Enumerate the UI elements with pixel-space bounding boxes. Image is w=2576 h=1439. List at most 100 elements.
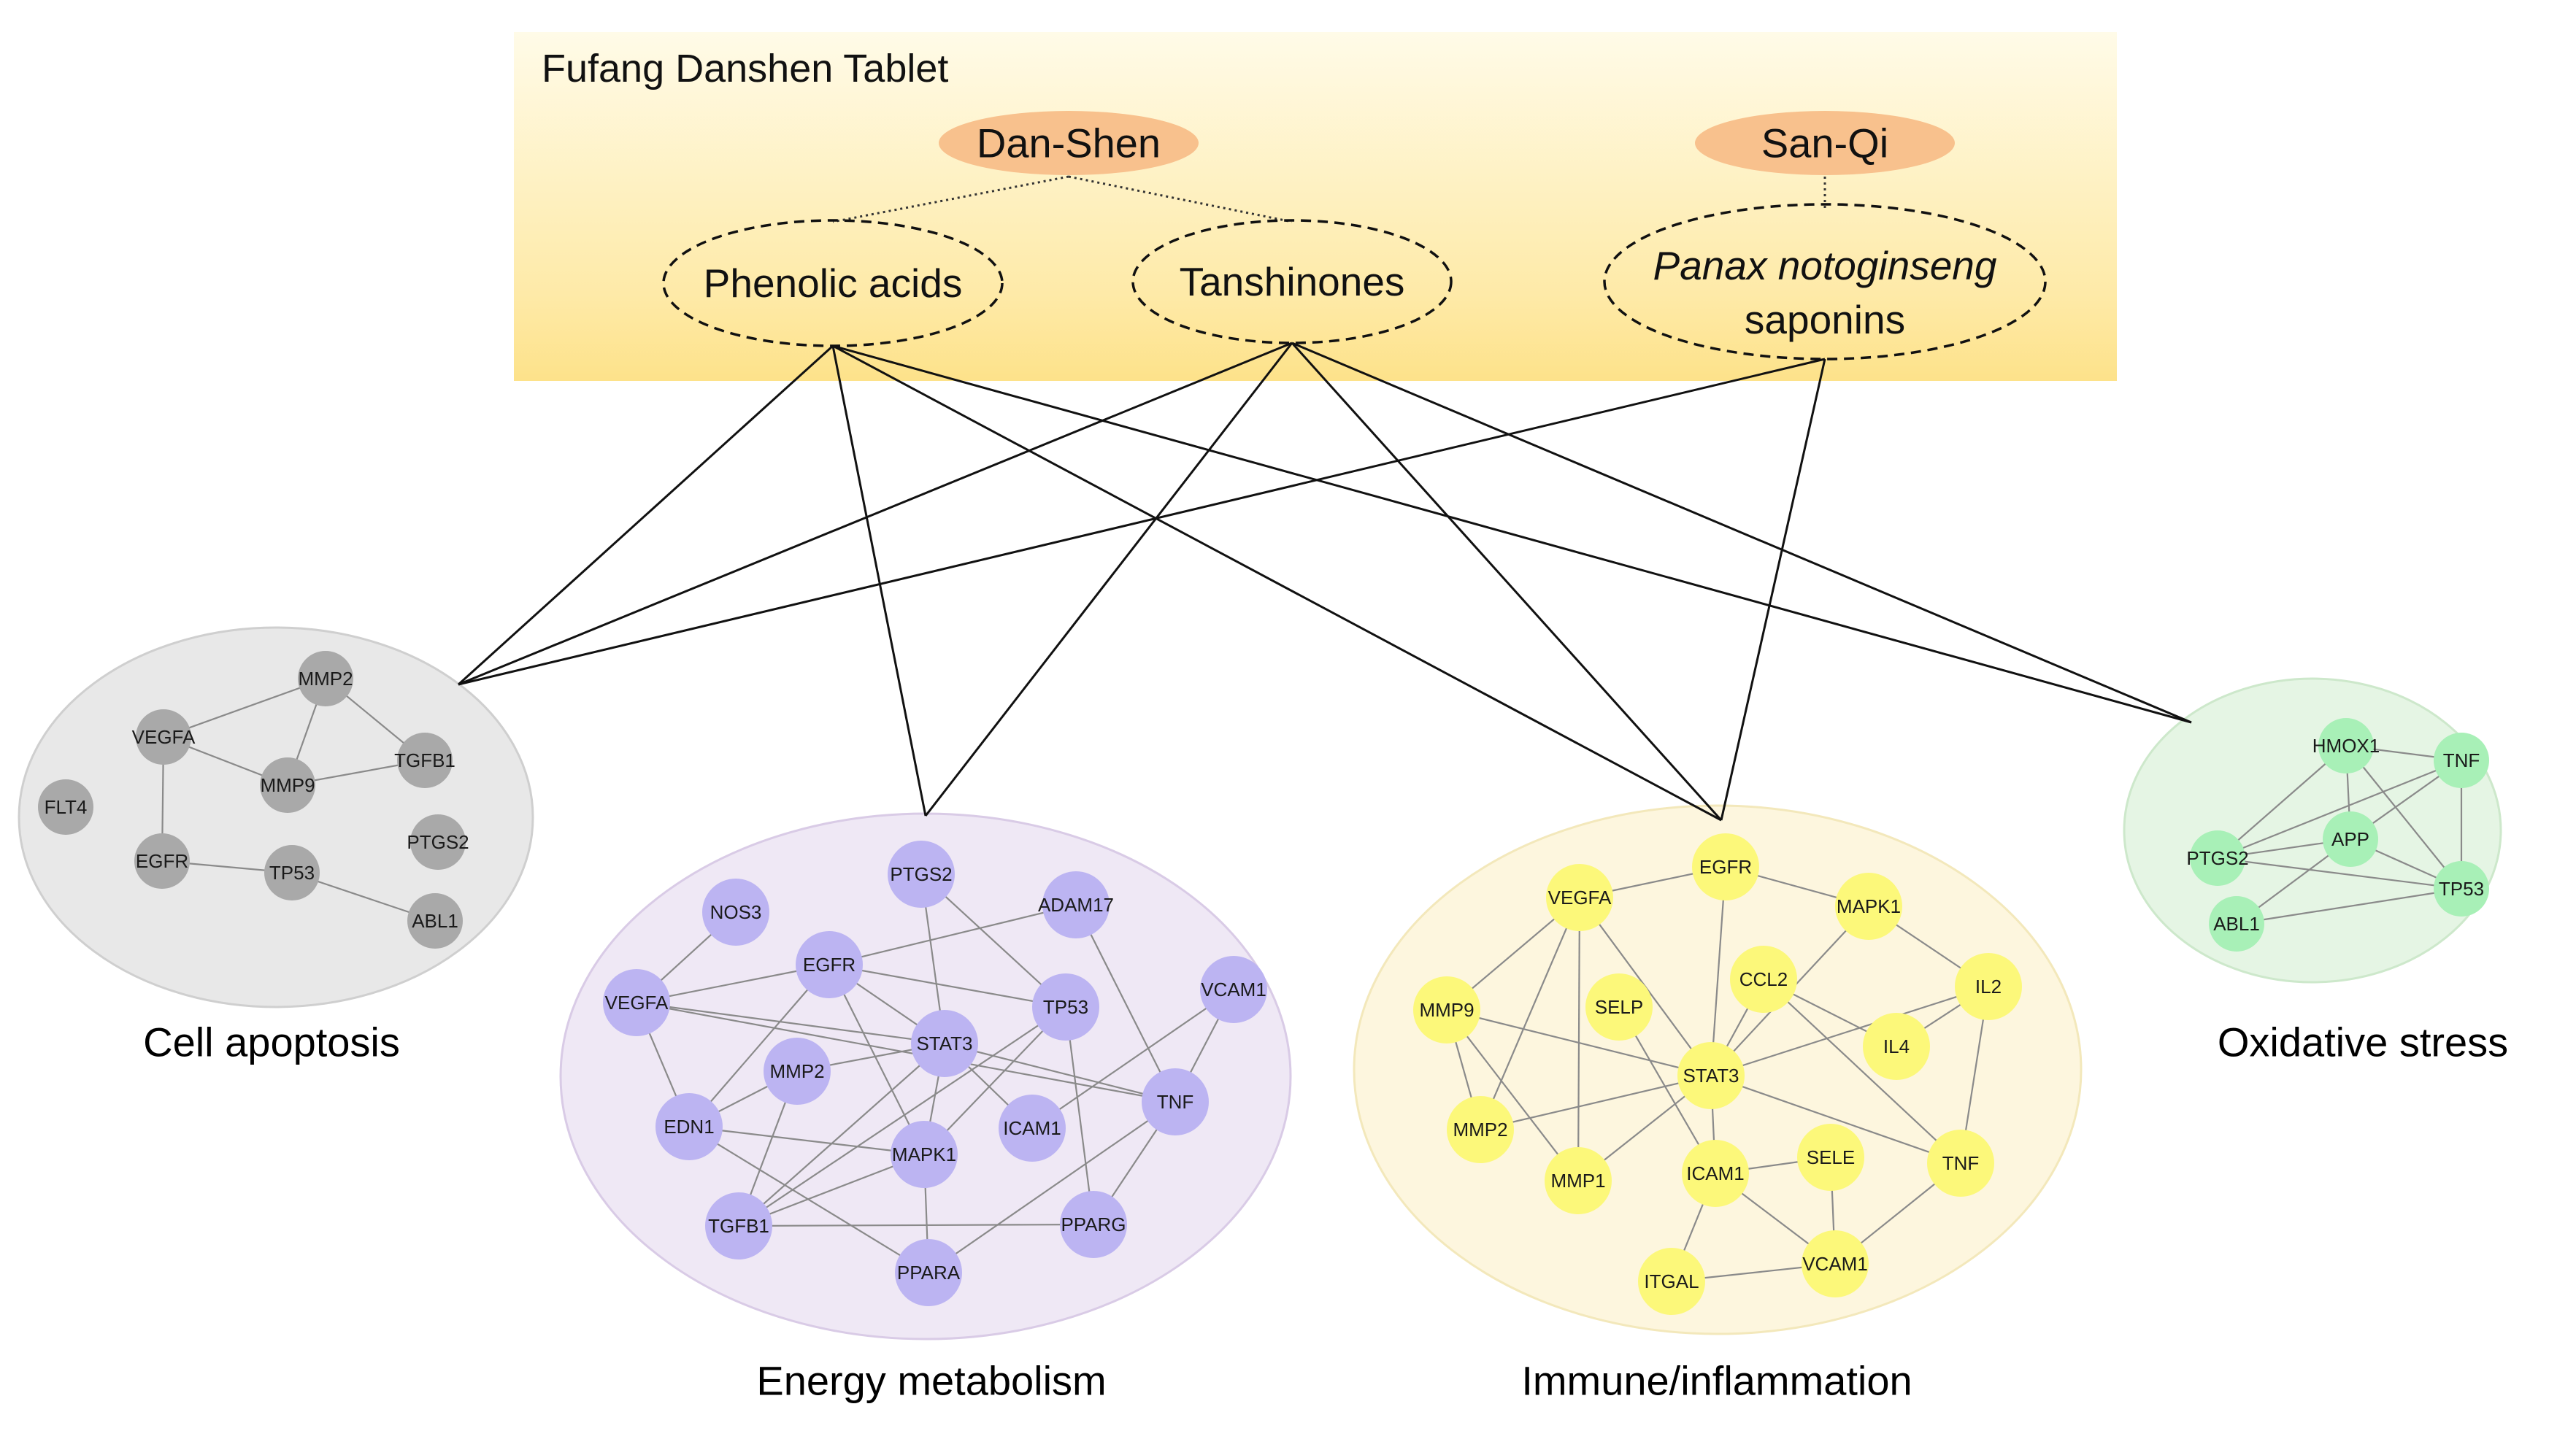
component-tanshinones-label: Tanshinones bbox=[1180, 259, 1405, 304]
node-immune-IL2 bbox=[1955, 953, 2022, 1020]
link-tanshinones-apoptosis bbox=[458, 342, 1293, 686]
node-immune-VCAM1 bbox=[1802, 1230, 1869, 1297]
node-label-immune-MMP9: MMP9 bbox=[1419, 999, 1474, 1021]
group-oxidative-background bbox=[2123, 677, 2502, 984]
node-oxidative-ABL1 bbox=[2209, 896, 2264, 952]
node-energy-PPARA bbox=[895, 1239, 962, 1306]
link-tanshinones-immune bbox=[1291, 342, 1723, 822]
node-oxidative-TNF bbox=[2434, 733, 2489, 788]
node-label-immune-TNF: TNF bbox=[1942, 1152, 1980, 1174]
component-phenolic-acids-label: Phenolic acids bbox=[704, 261, 963, 306]
node-label-oxidative-ABL1: ABL1 bbox=[2213, 913, 2260, 935]
node-apoptosis-VEGFA bbox=[136, 709, 191, 765]
node-label-energy-PPARG: PPARG bbox=[1061, 1214, 1126, 1235]
node-label-energy-ADAM17: ADAM17 bbox=[1038, 894, 1114, 916]
node-label-immune-MAPK1: MAPK1 bbox=[1837, 895, 1901, 917]
node-label-immune-ICAM1: ICAM1 bbox=[1686, 1162, 1744, 1184]
component-saponins bbox=[1603, 203, 2047, 360]
node-immune-SELE bbox=[1797, 1124, 1864, 1191]
group-oxidative-title: Oxidative stress bbox=[2218, 1019, 2508, 1065]
link-saponins-immune bbox=[1720, 358, 1826, 821]
node-label-energy-TNF: TNF bbox=[1157, 1091, 1194, 1113]
node-oxidative-TP53 bbox=[2434, 861, 2489, 917]
link-phenolic-apoptosis bbox=[457, 344, 834, 686]
node-label-immune-VCAM1: VCAM1 bbox=[1802, 1253, 1868, 1275]
node-label-energy-VCAM1: VCAM1 bbox=[1201, 979, 1266, 1000]
edge-immune-EGFR-STAT3 bbox=[1710, 866, 1727, 1076]
herb-sanqi-label: San-Qi bbox=[1761, 120, 1888, 166]
node-energy-ADAM17 bbox=[1042, 871, 1110, 938]
node-energy-EGFR bbox=[796, 931, 863, 998]
group-apoptosis-background bbox=[18, 626, 534, 1008]
node-immune-CCL2 bbox=[1730, 946, 1797, 1013]
node-label-immune-IL2: IL2 bbox=[1975, 976, 2002, 998]
dotted-connector bbox=[832, 175, 1069, 223]
link-phenolic-immune bbox=[832, 344, 1722, 822]
node-label-apoptosis-MMP2: MMP2 bbox=[298, 668, 353, 690]
edge-immune-VEGFA-MMP1 bbox=[1577, 897, 1581, 1181]
node-energy-EDN1 bbox=[655, 1093, 723, 1160]
group-titles: Cell apoptosis Energy metabolism Immune/… bbox=[143, 1019, 2508, 1404]
node-label-oxidative-PTGS2: PTGS2 bbox=[2186, 847, 2248, 869]
edge-oxidative-TNF-PTGS2 bbox=[2217, 759, 2462, 860]
link-saponins-apoptosis bbox=[458, 358, 1826, 686]
node-label-energy-MMP2: MMP2 bbox=[769, 1060, 824, 1082]
link-phenolic-oxidative bbox=[832, 344, 2192, 724]
node-energy-TGFB1 bbox=[705, 1192, 772, 1259]
node-label-immune-SELP: SELP bbox=[1595, 996, 1644, 1018]
edge-energy-TGFB1-PPARG bbox=[738, 1223, 1094, 1227]
node-energy-VCAM1 bbox=[1200, 956, 1267, 1023]
edge-energy-EGFR-MAPK1 bbox=[828, 964, 925, 1155]
link-tanshinones-oxidative bbox=[1291, 342, 2192, 724]
node-label-oxidative-TNF: TNF bbox=[2443, 749, 2480, 771]
node-immune-ITGAL bbox=[1638, 1248, 1705, 1315]
node-energy-MAPK1 bbox=[891, 1121, 958, 1188]
node-apoptosis-FLT4 bbox=[38, 779, 93, 835]
edge-apoptosis-VEGFA-MMP2 bbox=[163, 677, 326, 738]
node-label-apoptosis-TP53: TP53 bbox=[269, 862, 315, 884]
node-apoptosis-TGFB1 bbox=[397, 733, 453, 788]
edge-immune-VEGFA-MMP2 bbox=[1479, 897, 1581, 1130]
node-label-immune-SELE: SELE bbox=[1807, 1146, 1856, 1168]
node-label-apoptosis-MMP9: MMP9 bbox=[260, 774, 315, 796]
edge-energy-STAT3-TNF bbox=[944, 1042, 1176, 1103]
edge-energy-TP53-MAPK1 bbox=[923, 1006, 1066, 1155]
node-label-apoptosis-FLT4: FLT4 bbox=[45, 796, 88, 818]
edge-energy-VEGFA-STAT3 bbox=[636, 1001, 945, 1045]
node-label-immune-ITGAL: ITGAL bbox=[1644, 1270, 1699, 1292]
edge-immune-MMP9-MMP1 bbox=[1446, 1009, 1579, 1181]
node-label-energy-EDN1: EDN1 bbox=[664, 1116, 714, 1138]
herb-sanqi bbox=[1695, 111, 1955, 175]
edge-oxidative-HMOX1-PTGS2 bbox=[2217, 745, 2347, 859]
node-energy-MMP2 bbox=[764, 1038, 831, 1105]
node-label-apoptosis-ABL1: ABL1 bbox=[412, 910, 458, 932]
herb-danshen-label: Dan-Shen bbox=[977, 120, 1161, 166]
node-label-energy-TP53: TP53 bbox=[1043, 996, 1088, 1018]
node-oxidative-APP bbox=[2323, 811, 2378, 867]
node-apoptosis-EGFR bbox=[134, 833, 190, 889]
header-title: Fufang Danshen Tablet bbox=[542, 47, 948, 90]
node-immune-SELP bbox=[1585, 973, 1653, 1041]
edge-energy-EGFR-ADAM17 bbox=[828, 903, 1077, 966]
group-networks: MMP2VEGFATGFB1FLT4MMP9PTGS2EGFRTP53ABL1P… bbox=[38, 651, 2489, 1315]
node-energy-PPARG bbox=[1060, 1191, 1127, 1258]
node-label-apoptosis-PTGS2: PTGS2 bbox=[407, 831, 469, 853]
node-immune-STAT3 bbox=[1677, 1042, 1745, 1109]
component-saponins-label-italic: Panax notoginseng bbox=[1653, 243, 1997, 288]
node-energy-TP53 bbox=[1032, 973, 1099, 1041]
node-label-energy-PPARA: PPARA bbox=[897, 1262, 961, 1284]
node-immune-MMP1 bbox=[1545, 1147, 1612, 1214]
edge-energy-EGFR-EDN1 bbox=[688, 964, 830, 1127]
edge-immune-MMP9-STAT3 bbox=[1446, 1008, 1712, 1077]
node-label-oxidative-HMOX1: HMOX1 bbox=[2312, 735, 2380, 757]
node-immune-IL4 bbox=[1863, 1013, 1930, 1080]
node-energy-ICAM1 bbox=[999, 1095, 1066, 1162]
node-energy-TNF bbox=[1142, 1068, 1209, 1135]
edge-energy-EDN1-MAPK1 bbox=[688, 1125, 925, 1156]
component-links bbox=[457, 342, 2192, 822]
node-label-immune-STAT3: STAT3 bbox=[1683, 1065, 1739, 1087]
node-energy-NOS3 bbox=[702, 879, 769, 946]
